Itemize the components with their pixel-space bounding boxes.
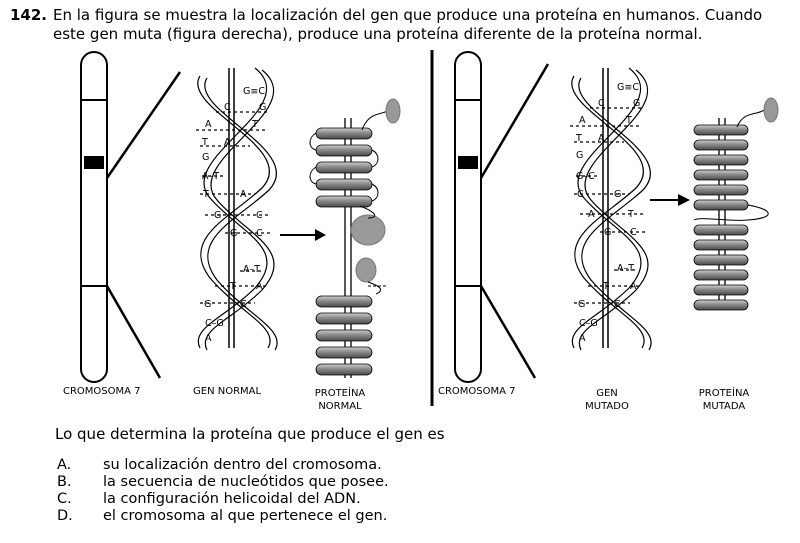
question-text-line1: En la figura se muestra la localización … bbox=[53, 6, 763, 24]
protein-normal bbox=[309, 98, 401, 378]
svg-text:G: G bbox=[576, 150, 583, 161]
label-gene-mutated-line1: GEN bbox=[596, 388, 618, 399]
label-protein-mutated-line2: MUTADA bbox=[702, 401, 746, 412]
svg-text:T: T bbox=[625, 115, 632, 126]
svg-text:C: C bbox=[224, 102, 231, 113]
question-number: 142. bbox=[10, 6, 48, 24]
label-protein-normal: PROTEÍNA NORMAL bbox=[313, 387, 367, 413]
svg-text:G: G bbox=[259, 102, 266, 113]
option-d-text: el cromosoma al que pertenece el gen. bbox=[103, 508, 388, 524]
answer-options: A. su localización dentro del cromosoma.… bbox=[57, 457, 389, 525]
label-gene-normal: GEN NORMAL bbox=[193, 386, 262, 397]
svg-text:G: G bbox=[230, 228, 237, 239]
svg-text:C: C bbox=[598, 98, 605, 109]
svg-text:G: G bbox=[604, 227, 611, 238]
arrow-left bbox=[280, 229, 326, 241]
svg-text:A: A bbox=[240, 189, 247, 200]
svg-text:C: C bbox=[256, 228, 263, 239]
option-c-letter: C. bbox=[57, 491, 72, 507]
label-protein-mutated-line1: PROTEÍNA bbox=[698, 388, 750, 399]
svg-text:T: T bbox=[627, 209, 634, 220]
svg-text:T: T bbox=[202, 189, 209, 200]
svg-text:C–G: C–G bbox=[205, 318, 224, 329]
svg-text:G–C: G–C bbox=[576, 171, 595, 182]
svg-text:A: A bbox=[598, 133, 605, 144]
option-b-text: la secuencia de nucleótidos que posee. bbox=[103, 474, 389, 490]
label-protein-normal-line2: NORMAL bbox=[318, 401, 362, 412]
svg-text:G: G bbox=[578, 299, 585, 310]
svg-text:G≡C: G≡C bbox=[243, 86, 265, 97]
svg-text:A: A bbox=[579, 333, 586, 344]
protein-mutated bbox=[693, 97, 779, 311]
svg-text:T: T bbox=[251, 119, 258, 130]
svg-text:G≡C: G≡C bbox=[617, 82, 639, 93]
chromosome-left bbox=[80, 51, 108, 383]
svg-text:T: T bbox=[575, 133, 582, 144]
svg-text:G: G bbox=[204, 299, 211, 310]
svg-text:A: A bbox=[630, 281, 637, 292]
svg-text:A–T: A–T bbox=[202, 171, 219, 182]
option-c-text: la configuración helicoidal del ADN. bbox=[103, 491, 361, 507]
question-header: 142. En la figura se muestra la localizac… bbox=[10, 6, 790, 44]
svg-text:T: T bbox=[602, 281, 609, 292]
svg-text:C–G: C–G bbox=[579, 318, 598, 329]
label-gene-mutated: GEN MUTADO bbox=[583, 387, 631, 413]
dna-helix-normal bbox=[196, 67, 278, 351]
svg-text:C: C bbox=[240, 299, 247, 310]
svg-text:A: A bbox=[205, 333, 212, 344]
svg-text:A: A bbox=[588, 209, 595, 220]
svg-text:A: A bbox=[256, 281, 263, 292]
label-protein-normal-line1: PROTEÍNA bbox=[314, 388, 366, 399]
svg-text:C: C bbox=[630, 227, 637, 238]
svg-text:G: G bbox=[614, 189, 621, 200]
arrow-right bbox=[650, 194, 690, 206]
svg-text:C: C bbox=[577, 189, 584, 200]
dna-helix-mutated bbox=[570, 67, 652, 351]
label-chromosome-right: CROMOSOMA 7 bbox=[438, 386, 516, 397]
option-b-letter: B. bbox=[57, 474, 72, 490]
question-text-line2: este gen muta (figura derecha), produce … bbox=[53, 25, 703, 43]
svg-text:G: G bbox=[202, 152, 209, 163]
svg-text:A–T: A–T bbox=[617, 263, 634, 274]
option-b[interactable]: B. la secuencia de nucleótidos que posee… bbox=[57, 474, 389, 491]
zoom-lines-left bbox=[105, 71, 182, 379]
svg-text:A: A bbox=[205, 119, 212, 130]
svg-text:G: G bbox=[214, 210, 221, 221]
svg-text:A: A bbox=[579, 115, 586, 126]
svg-text:T: T bbox=[229, 281, 236, 292]
option-a-letter: A. bbox=[57, 457, 72, 473]
svg-text:T: T bbox=[201, 137, 208, 148]
option-d-letter: D. bbox=[57, 508, 73, 524]
svg-text:C: C bbox=[256, 210, 263, 221]
label-gene-mutated-line2: MUTADO bbox=[585, 401, 629, 412]
option-a-text: su localización dentro del cromosoma. bbox=[103, 457, 382, 473]
svg-text:C: C bbox=[614, 299, 621, 310]
question-stem: Lo que determina la proteína que produce… bbox=[55, 425, 445, 443]
label-protein-mutated: PROTEÍNA MUTADA bbox=[695, 387, 753, 413]
label-chromosome-left: CROMOSOMA 7 bbox=[63, 386, 141, 397]
zoom-lines-right bbox=[479, 63, 550, 379]
option-c[interactable]: C. la configuración helicoidal del ADN. bbox=[57, 491, 389, 508]
chromosome-right bbox=[454, 51, 482, 383]
svg-text:A: A bbox=[224, 137, 231, 148]
svg-text:A–T: A–T bbox=[243, 264, 260, 275]
svg-text:G: G bbox=[633, 98, 640, 109]
option-d[interactable]: D. el cromosoma al que pertenece el gen. bbox=[57, 508, 389, 525]
option-a[interactable]: A. su localización dentro del cromosoma. bbox=[57, 457, 389, 474]
